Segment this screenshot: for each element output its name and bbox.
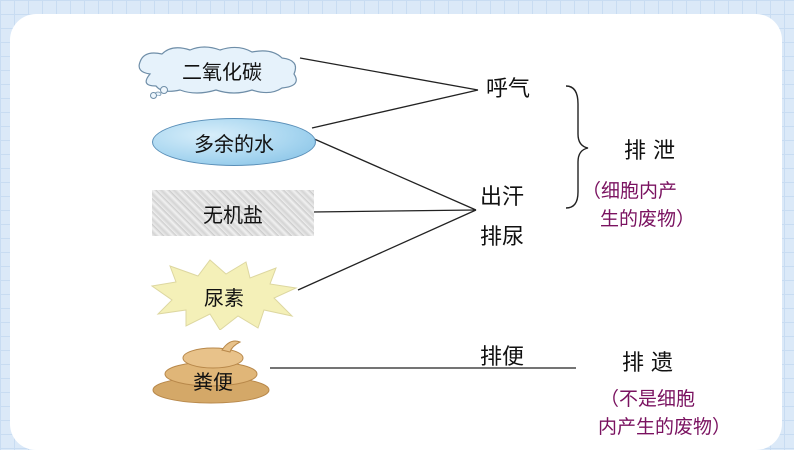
excretion-note-line2: 生的废物） xyxy=(600,208,696,230)
urea-label: 尿素 xyxy=(204,285,244,310)
line-water-breath xyxy=(311,89,479,129)
feces-icon xyxy=(152,340,270,404)
urea-node: 尿素 xyxy=(146,258,302,330)
egestion-note-line1: （不是细胞 xyxy=(600,388,696,410)
salt-node: 无机盐 xyxy=(152,190,314,236)
co2-label: 二氧化碳 xyxy=(182,59,262,84)
feces-node: 粪便 xyxy=(150,334,272,404)
cloud-dot xyxy=(160,86,168,94)
line-urea-sweat xyxy=(297,209,477,291)
salt-label: 无机盐 xyxy=(203,202,263,227)
feces-label: 粪便 xyxy=(193,369,233,394)
line-water-sweat xyxy=(311,137,477,211)
water-label: 多余的水 xyxy=(194,131,274,156)
water-node: 多余的水 xyxy=(152,118,316,166)
excretion-title: 排 泄 xyxy=(624,139,675,164)
defecate-label: 排便 xyxy=(480,345,525,370)
breath-label: 呼气 xyxy=(486,77,531,102)
curly-brace xyxy=(565,85,589,209)
line-salt-sweat xyxy=(311,209,477,213)
egestion-title: 排 遗 xyxy=(622,351,673,376)
slide-panel xyxy=(10,14,782,450)
urine-label: 排尿 xyxy=(480,225,525,250)
egestion-note-line2: 内产生的废物） xyxy=(598,416,732,438)
sweat-label: 出汗 xyxy=(480,185,525,210)
excretion-note-line1: （细胞内产 xyxy=(582,180,678,202)
starburst-icon xyxy=(150,259,298,330)
line-co2-breath xyxy=(299,57,479,91)
co2-node: 二氧化碳 xyxy=(132,44,308,96)
cloud-dot xyxy=(150,92,157,99)
